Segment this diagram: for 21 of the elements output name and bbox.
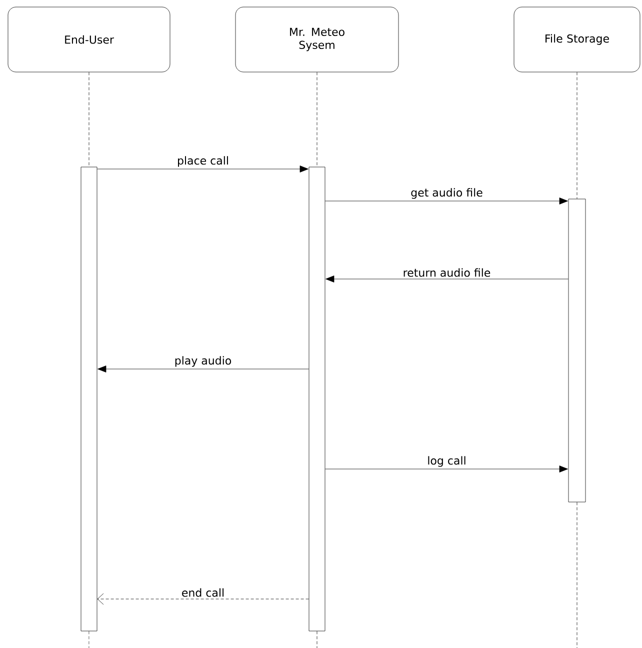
- activation-bar: [80, 166, 98, 632]
- message-arrow: [325, 466, 568, 472]
- message-arrow: [97, 593, 309, 605]
- lifeline: [316, 72, 318, 167]
- message-label: get audio file: [410, 187, 484, 200]
- message-label: place call: [176, 155, 230, 168]
- participant-box: Mr. Meteo Sysem: [235, 6, 399, 72]
- message-arrow: [326, 276, 568, 282]
- message-arrow: [325, 198, 568, 204]
- message-label: play audio: [173, 355, 233, 368]
- activation-bar: [568, 198, 586, 502]
- participant-box: File Storage: [514, 6, 640, 72]
- message-label: log call: [426, 455, 468, 468]
- message-arrow: [97, 166, 308, 172]
- activation-bar: [308, 166, 326, 632]
- lifeline: [88, 72, 90, 167]
- message-label: return audio file: [402, 267, 492, 278]
- lifeline: [576, 72, 578, 199]
- message-arrow: [98, 366, 309, 372]
- participant-box: End-User: [8, 6, 170, 72]
- message-label: end call: [180, 587, 226, 598]
